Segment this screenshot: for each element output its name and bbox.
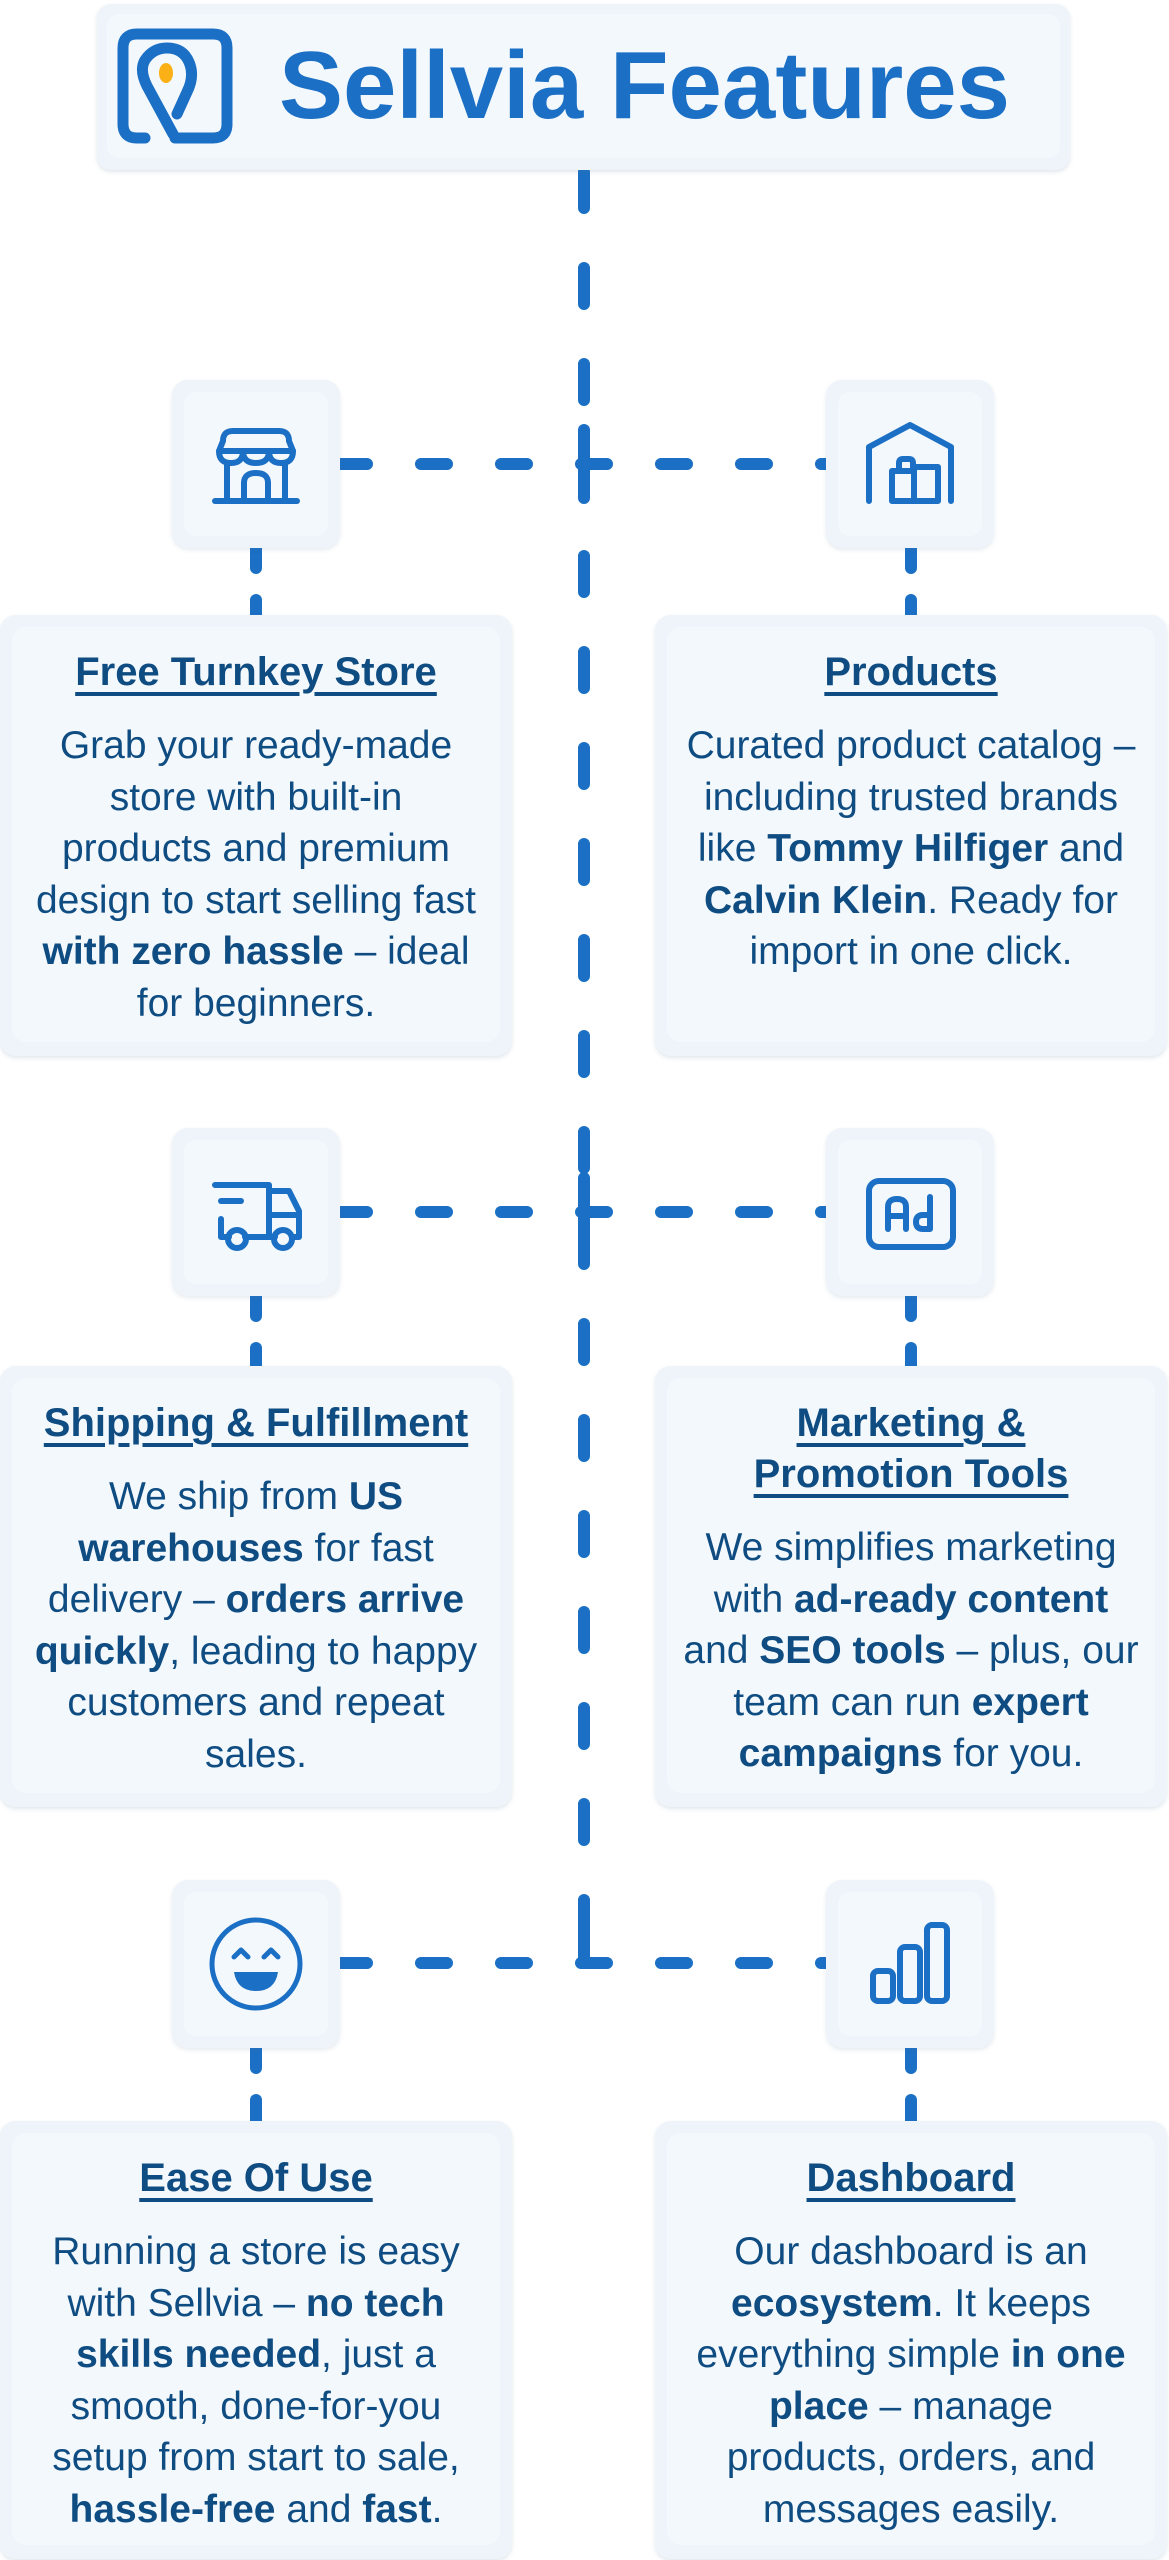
- emphasized-text: ecosystem: [731, 2281, 933, 2325]
- body-text: Grab your ready-made store with built-in…: [35, 724, 477, 922]
- feature-card-marketing-promotion: Marketing & Promotion Tools We simplifie…: [655, 1366, 1167, 1807]
- page-title: Sellvia Features: [279, 32, 1011, 139]
- emphasized-text: with zero hassle: [42, 930, 344, 973]
- icon-tile-marketing: [826, 1128, 994, 1296]
- smiley-face-icon: [209, 1917, 303, 2011]
- body-text: for you.: [942, 1732, 1084, 1775]
- feature-card-shipping-fulfillment: Shipping & Fulfillment We ship from US w…: [0, 1366, 512, 1807]
- icon-tile-ease-of-use: [172, 1880, 340, 2048]
- feature-title: Marketing & Promotion Tools: [753, 1401, 1069, 1496]
- emphasized-text: Calvin Klein: [704, 878, 928, 922]
- location-pin-in-square-icon: [117, 28, 233, 144]
- body-text: Running a store is easy with Sellvia –: [52, 2230, 460, 2325]
- delivery-truck-icon: [212, 1182, 302, 1251]
- feature-card-dashboard: Dashboard Our dashboard is an ecosystem.…: [655, 2121, 1167, 2559]
- icon-tile-dashboard: [826, 1880, 994, 2048]
- feature-title: Dashboard: [806, 2156, 1016, 2200]
- ad-icon: [866, 1178, 956, 1250]
- icon-tile-shipping: [172, 1128, 340, 1296]
- emphasized-text: ad-ready content: [793, 1577, 1109, 1621]
- feature-title: Ease Of Use: [139, 2156, 373, 2200]
- emphasized-text: expert campaigns: [738, 1680, 1089, 1776]
- body-text: – ideal for beginners.: [136, 930, 470, 1025]
- feature-title: Free Turnkey Store: [75, 650, 437, 694]
- warehouse-boxes-icon: [866, 422, 954, 504]
- emphasized-text: orders arrive quickly: [34, 1578, 465, 1673]
- body-text: .: [431, 2487, 443, 2531]
- feature-description: Our dashboard is an ecosystem. It keeps …: [685, 2226, 1137, 2535]
- feature-title: Products: [824, 650, 998, 694]
- emphasized-text: hassle-free: [69, 2487, 276, 2531]
- emphasized-text: in one place: [768, 2333, 1126, 2428]
- body-text: . It keeps everything simple: [696, 2281, 1091, 2377]
- body-text: for fast delivery –: [47, 1526, 434, 1622]
- body-text: , leading to happy customers and repeat …: [67, 1629, 478, 1776]
- icon-tile-free-turnkey-store: [172, 380, 340, 548]
- body-text: Our dashboard is an: [734, 2230, 1088, 2273]
- feature-card-ease-of-use: Ease Of Use Running a store is easy with…: [0, 2121, 512, 2559]
- feature-title: Shipping & Fulfillment: [43, 1401, 469, 1445]
- storefront-icon: [212, 428, 300, 504]
- body-text: and: [683, 1629, 760, 1672]
- body-text: – plus, our team can run: [733, 1629, 1139, 1724]
- feature-description: We ship from US warehouses for fast deli…: [30, 1471, 482, 1780]
- body-text: and: [1048, 827, 1125, 870]
- body-text: and: [275, 2487, 363, 2531]
- body-text: . Ready for import in one click.: [749, 878, 1118, 974]
- emphasized-text: SEO tools: [759, 1629, 946, 1672]
- body-text: Curated product catalog – including trus…: [686, 724, 1136, 870]
- bar-chart-icon: [870, 1922, 950, 2004]
- emphasized-text: no tech skills needed: [76, 2281, 445, 2377]
- feature-description: Running a store is easy with Sellvia – n…: [30, 2226, 482, 2535]
- icon-tile-products: [826, 380, 994, 548]
- feature-card-products: Products Curated product catalog – inclu…: [655, 615, 1167, 1056]
- body-text: We ship from: [108, 1475, 349, 1518]
- feature-description: Curated product catalog – including trus…: [685, 720, 1137, 978]
- emphasized-text: fast: [362, 2487, 432, 2531]
- body-text: , just a smooth, done-for-you setup from…: [52, 2333, 460, 2479]
- feature-description: We simplifies marketing with ad-ready co…: [679, 1522, 1143, 1780]
- body-text: We simplifies marketing with: [705, 1526, 1117, 1621]
- emphasized-text: US warehouses: [78, 1475, 404, 1570]
- title-banner: Sellvia Features: [97, 4, 1070, 170]
- emphasized-text: Tommy Hilfiger: [767, 827, 1049, 870]
- body-text: – manage products, orders, and messages …: [726, 2384, 1096, 2531]
- feature-description: Grab your ready-made store with built-in…: [30, 720, 482, 1029]
- feature-card-free-turnkey-store: Free Turnkey Store Grab your ready-made …: [0, 615, 512, 1056]
